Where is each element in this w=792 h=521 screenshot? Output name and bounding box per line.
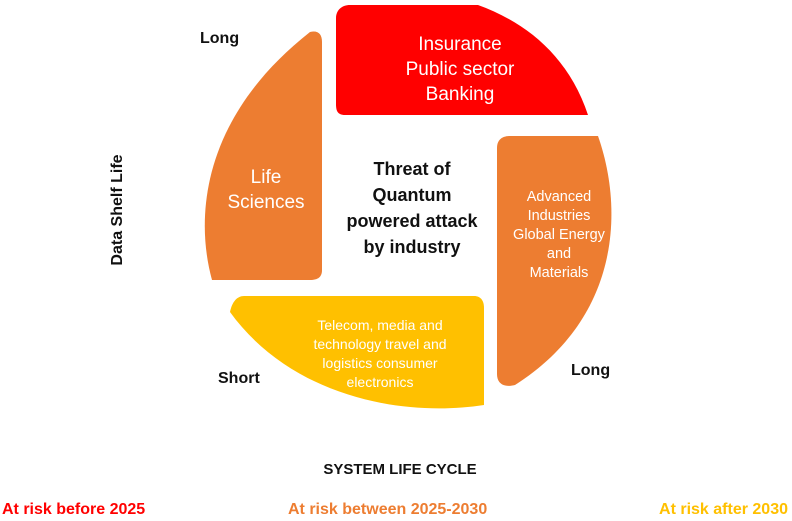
segment-right-shape <box>497 136 612 386</box>
center-title-line: Quantum <box>372 185 452 205</box>
legend-red: At risk before 2025 <box>2 501 146 518</box>
segment-right-label: Advanced Industries Global Energy and Ma… <box>500 180 618 290</box>
center-title-line: powered attack <box>346 211 478 231</box>
long-top-label: Long <box>200 30 240 47</box>
segment-right-line: Materials <box>529 264 589 281</box>
segment-left-label: Life Sciences <box>212 150 320 230</box>
segment-yellow-line: technology travel and <box>313 336 447 352</box>
long-right-label: Long <box>571 362 611 379</box>
segment-yellow-label: Telecom, media and technology travel and… <box>280 308 480 400</box>
center-title-line: Threat of <box>373 159 451 179</box>
segment-yellow-line: logistics consumer <box>322 355 438 371</box>
segment-red-shape <box>336 5 588 115</box>
segment-yellow-shape <box>230 296 484 409</box>
segment-red-label: Insurance Public sector Banking <box>340 26 580 112</box>
segment-red-line: Public sector <box>405 58 515 80</box>
segment-right-line: Global Energy <box>513 226 605 243</box>
segment-red-line: Banking <box>425 83 495 105</box>
legend-orange: At risk between 2025-2030 <box>288 501 488 518</box>
segment-yellow-line: electronics <box>346 374 414 390</box>
y-axis-label: Data Shelf Life <box>109 154 126 266</box>
segment-yellow-line: Telecom, media and <box>317 317 443 333</box>
segment-left-line: Life <box>250 167 282 188</box>
segment-right-line: Industries <box>527 207 591 224</box>
segment-right-line: and <box>546 245 572 262</box>
segment-left-line: Sciences <box>227 192 305 213</box>
segment-red-line: Insurance <box>418 33 502 55</box>
legend-yellow: At risk after 2030 <box>659 501 788 518</box>
segment-left-shape <box>204 31 322 281</box>
x-axis-label: SYSTEM LIFE CYCLE <box>323 461 477 478</box>
center-title-line: by industry <box>363 237 461 257</box>
center-title: Threat of Quantum powered attack by indu… <box>322 156 502 260</box>
segment-right-line: Advanced <box>526 188 592 205</box>
short-label: Short <box>218 370 260 387</box>
